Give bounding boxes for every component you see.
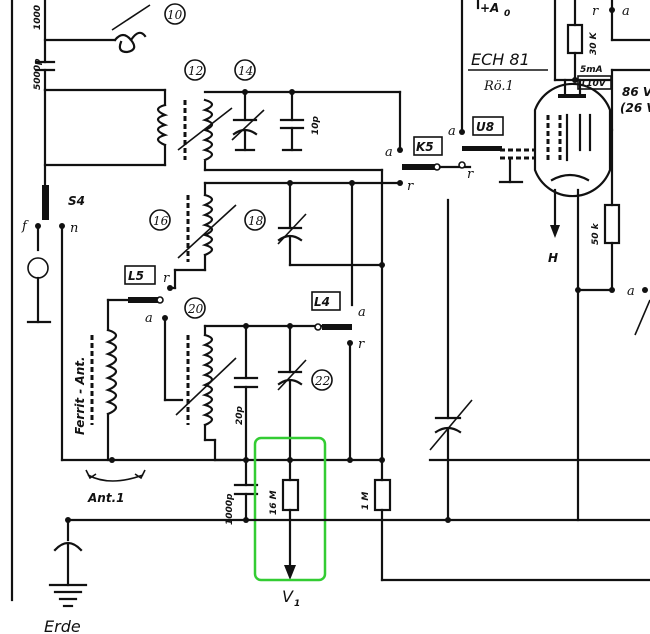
- label-l4-a: a: [358, 305, 366, 320]
- junction-645-290: [642, 287, 648, 293]
- label-1m: 1 M: [361, 492, 371, 510]
- variable-capacitor: [428, 198, 650, 523]
- label-5ma: 5mA: [580, 65, 603, 75]
- label-50k: 50 k: [591, 222, 601, 245]
- junction-382-265: [379, 262, 385, 268]
- switch-s4: [26, 88, 242, 462]
- label-14: 14: [238, 64, 253, 78]
- label-1000: 1000: [33, 5, 43, 30]
- label-k5-r1: r: [407, 179, 414, 194]
- wire-right-diag: [634, 299, 650, 336]
- label-ro1: Rö.1: [483, 79, 514, 94]
- ground-bus: [48, 517, 650, 608]
- transformer-12: [43, 59, 402, 172]
- label-ferrit: Ferrit - Ant.: [73, 356, 87, 435]
- label-a0: +A: [480, 1, 499, 15]
- label-110v: 110V: [580, 79, 607, 89]
- label-r-top: r: [592, 4, 599, 19]
- label-12: 12: [188, 64, 203, 78]
- vacuum-tube-ech81: [533, 78, 612, 292]
- label-erde: Erde: [44, 617, 81, 634]
- label-l5: L5: [128, 269, 144, 283]
- capacitor-20p: [233, 324, 259, 462]
- label-22: 22: [314, 374, 330, 388]
- label-a0-sub: 0: [504, 9, 510, 19]
- trimmer-18: [244, 180, 384, 267]
- capacitor-10p: [279, 89, 305, 152]
- highlight-box: [253, 436, 327, 582]
- label-18: 18: [248, 214, 264, 228]
- input-coupling-capacitor: [34, 0, 167, 92]
- label-l5-r: r: [163, 271, 170, 286]
- label-5000p: 5000p: [33, 58, 43, 90]
- label-s4-n: n: [70, 221, 78, 236]
- label-v1-sub: 1: [294, 599, 300, 609]
- switch-u8: [458, 0, 535, 184]
- label-k5: K5: [416, 140, 434, 154]
- capacitor-1000p: [233, 458, 259, 522]
- label-1000p: 1000p: [225, 493, 235, 525]
- label-16m: 16 M: [269, 490, 279, 515]
- label-a-top: a: [622, 4, 630, 19]
- resistor-50k: [575, 128, 621, 522]
- label-l4-r: r: [358, 337, 365, 352]
- label-ant1: Ant.1: [87, 491, 124, 505]
- junction-350-460: [347, 457, 353, 463]
- trimmer-14: [231, 59, 265, 152]
- label-v1: V: [282, 587, 294, 606]
- label-16: 16: [153, 214, 169, 228]
- label-k5-r2: r: [467, 167, 474, 182]
- label-s4-f: f: [21, 219, 29, 234]
- label-h: H: [548, 251, 558, 265]
- label-30k: 30 K: [589, 31, 599, 55]
- label-86v: 86 V: [622, 85, 650, 99]
- label-a-right: a: [627, 284, 635, 299]
- ferrite-antenna: [85, 328, 146, 482]
- label-l5-a: a: [145, 311, 153, 326]
- coil-16: [149, 181, 292, 290]
- label-10p: 10p: [311, 115, 321, 135]
- label-ech81: ECH 81: [471, 50, 530, 69]
- label-26v: (26 V: [620, 101, 650, 115]
- label-10: 10: [167, 8, 183, 22]
- resistor-1m: [373, 478, 650, 582]
- coil-10: [43, 3, 186, 54]
- label-20: 20: [187, 302, 204, 316]
- switch-l5: [106, 265, 184, 402]
- label-20p: 20p: [235, 405, 245, 425]
- label-s4: S4: [68, 194, 85, 208]
- junction-612-10: [609, 7, 615, 13]
- trimmer-22: [277, 324, 333, 462]
- switch-l4: [311, 291, 353, 462]
- label-u8-a: a: [448, 124, 456, 139]
- resistor-30k: [566, 0, 584, 83]
- label-k5-a: a: [385, 145, 393, 160]
- label-u8: U8: [476, 120, 494, 134]
- label-l4: L4: [314, 295, 330, 309]
